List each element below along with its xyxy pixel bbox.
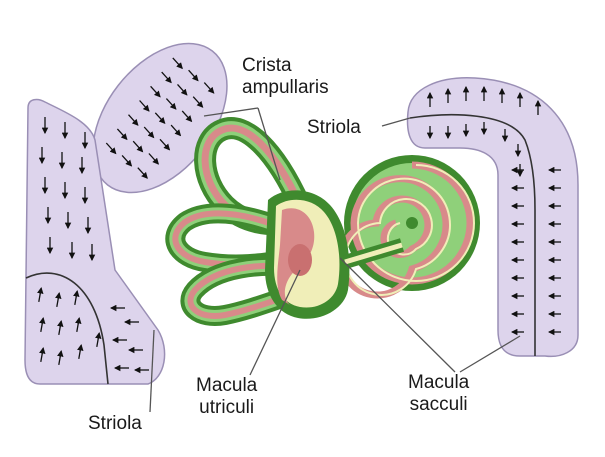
arrow-icon: [165, 98, 177, 110]
vestibule: [265, 190, 405, 319]
arrow-icon: [188, 69, 199, 82]
arrow-icon: [75, 317, 82, 333]
label-macula-utriculi: Macula utriculi: [196, 375, 257, 419]
label-macula-sacculi-line1: Macula: [408, 372, 470, 393]
striola-line-saccule: [409, 114, 536, 356]
arrow-icon: [192, 96, 204, 108]
arrow-icon: [148, 153, 160, 165]
leader-macula-sacculi-2: [459, 335, 521, 373]
label-crista-line1: Crista: [242, 55, 292, 76]
striola-line-utricle: [25, 272, 109, 385]
arrow-icon: [128, 114, 139, 126]
label-macula-utriculi-line1: Macula: [196, 375, 258, 396]
arrow-icon: [159, 138, 171, 151]
semicircular-canals: [165, 117, 311, 326]
saccular-membrane: [406, 77, 579, 358]
arrow-icon: [57, 350, 64, 366]
label-crista-line2: ampullaris: [242, 77, 329, 98]
label-crista-ampullaris: Crista ampullaris: [242, 55, 329, 99]
arrow-icon: [77, 344, 84, 360]
leader-striola-top: [381, 117, 411, 127]
arrow-icon: [132, 140, 144, 153]
leader-macula-utriculi: [249, 269, 301, 376]
saccule-hair-cell-arrows: [426, 85, 561, 336]
utricle-hair-cell-arrows: [37, 117, 149, 374]
label-macula-sacculi: Macula sacculi: [408, 372, 469, 416]
arrow-icon: [139, 100, 150, 112]
leader-macula-sacculi: [339, 257, 456, 373]
label-striola-bottom: Striola: [88, 413, 142, 434]
crista-hair-cell-arrows: [105, 57, 215, 179]
arrow-icon: [150, 85, 161, 98]
label-macula-utriculi-line2: utriculi: [199, 397, 255, 418]
leader-crista-1: [257, 107, 281, 181]
arrow-icon: [154, 112, 166, 125]
utricular-membrane: [24, 98, 166, 385]
arrow-icon: [137, 167, 148, 179]
arrow-icon: [203, 82, 215, 94]
leader-striola-bottom: [149, 329, 155, 413]
arrow-icon: [177, 83, 188, 96]
leader-crista-2: [203, 107, 259, 117]
arrow-icon: [39, 317, 46, 333]
cochlea: [337, 155, 480, 299]
arrow-icon: [161, 71, 172, 84]
label-striola-top: Striola: [307, 117, 361, 138]
arrow-icon: [55, 292, 62, 308]
arrow-icon: [39, 347, 46, 363]
crista-membrane: [92, 42, 228, 194]
arrow-icon: [57, 320, 64, 336]
arrow-icon: [170, 124, 182, 137]
arrow-icon: [172, 57, 183, 70]
arrow-icon: [105, 142, 117, 155]
leader-lines: [149, 107, 521, 413]
arrow-icon: [95, 332, 102, 348]
arrow-icon: [73, 290, 80, 306]
arrow-icon: [116, 128, 128, 141]
inner-ear-labyrinth: [165, 117, 480, 326]
arrow-icon: [37, 287, 44, 303]
arrow-icon: [181, 110, 193, 123]
arrow-icon: [143, 126, 155, 139]
label-macula-sacculi-line2: sacculi: [409, 394, 468, 415]
arrow-icon: [121, 154, 133, 167]
